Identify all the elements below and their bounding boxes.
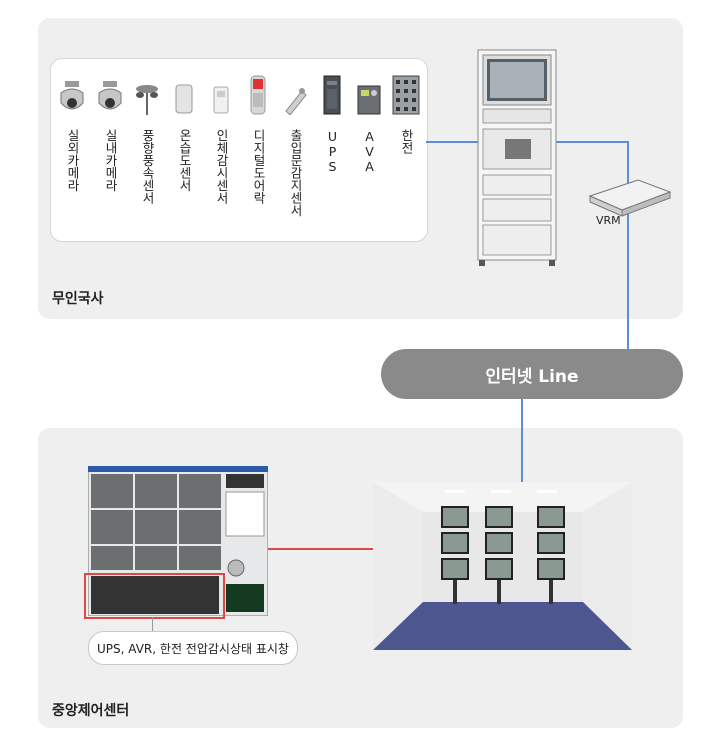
device-name: 풍향풍속센서	[140, 129, 155, 204]
device-power-panel: 한전	[389, 71, 423, 154]
device-motion-sensor: 인체감시센서	[204, 71, 238, 204]
anemometer-icon	[136, 85, 158, 115]
link-devices-to-rack	[426, 141, 478, 143]
device-humidity-sensor: 온습도센서	[167, 71, 201, 192]
device-name: 디지털도어락	[251, 129, 266, 204]
link-vrm-down	[627, 141, 629, 350]
device-name: AVA	[362, 129, 377, 174]
device-name: 인체감시센서	[214, 129, 229, 204]
device-list-box: 실외카메라 실내카메라 풍향풍속센서 온습도센서 인체감시센서 디지털도어락 출…	[50, 58, 428, 242]
device-name: 실내카메라	[103, 129, 118, 192]
device-name: 출입문감지센서	[288, 129, 303, 217]
link-rack-to-vrm	[556, 141, 629, 143]
monitoring-software-screenshot	[88, 466, 268, 616]
callout-connector	[152, 617, 153, 631]
humidity-sensor-icon	[175, 84, 193, 114]
device-ups: UPS	[315, 71, 349, 174]
device-name: 한전	[399, 129, 414, 154]
power-panel-icon	[392, 75, 420, 115]
status-table-highlight	[84, 573, 225, 619]
vrm-device-icon	[588, 179, 672, 217]
vrm-label: VRM	[596, 214, 621, 227]
link-internet-to-control-room	[521, 399, 523, 483]
door-lock-icon	[250, 75, 266, 115]
control-room-image	[373, 482, 632, 650]
motion-sensor-icon	[213, 86, 229, 114]
device-name: 온습도센서	[177, 129, 192, 192]
remote-station-label: 무인국사	[52, 291, 104, 307]
device-wind-sensor: 풍향풍속센서	[130, 71, 164, 204]
avr-icon	[357, 85, 381, 115]
dome-camera-icon	[60, 81, 84, 110]
device-door-sensor: 출입문감지센서	[278, 71, 312, 217]
control-center-label: 중앙제어센터	[52, 703, 130, 719]
device-avr: AVA	[352, 71, 386, 174]
device-outdoor-camera: 실외카메라	[55, 71, 89, 192]
device-indoor-camera: 실내카메라	[93, 71, 127, 192]
device-name: UPS	[325, 129, 340, 174]
link-software-to-control-room	[268, 548, 374, 550]
device-door-lock: 디지털도어락	[241, 71, 275, 204]
dome-camera-icon	[98, 81, 122, 110]
device-name: 실외카메라	[65, 129, 80, 192]
voltage-status-callout: UPS, AVR, 한전 전압감시상태 표시창	[88, 631, 298, 665]
door-sensor-icon	[285, 88, 307, 115]
ups-icon	[323, 75, 341, 115]
server-rack-icon	[477, 49, 557, 266]
internet-line-pill: 인터넷 Line	[381, 349, 683, 399]
